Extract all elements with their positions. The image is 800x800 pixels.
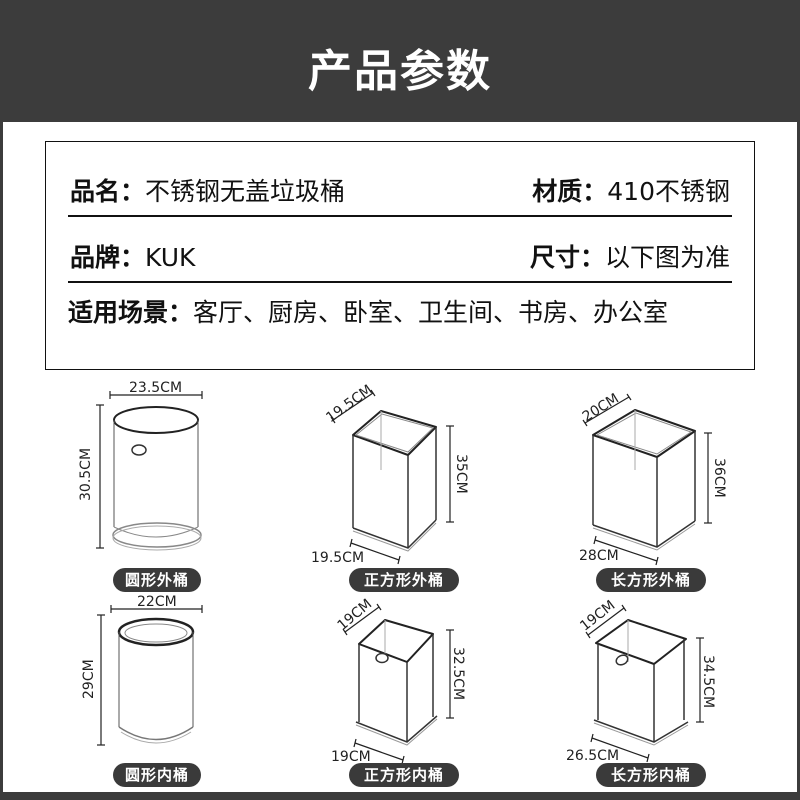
usage-scene-value: 客厅、厨房、卧室、卫生间、书房、办公室 [193,298,669,327]
usage-scene-label: 适用场景： [68,298,194,327]
product-label-pill: 长方形外桶 [596,568,706,592]
product-square-outer: 19.5CM 35CM 19.5CM 正方形外桶 [303,375,503,592]
size-label: 尺寸： [529,243,605,272]
product-info-box: 品名： 不锈钢无盖垃圾桶 材质： 410不锈钢 品牌： KUK 尺寸： 以下图为… [45,141,755,370]
product-name-field: 品名： 不锈钢无盖垃圾桶 [70,176,345,208]
product-label-pill: 圆形内桶 [113,763,201,787]
size-field: 尺寸： 以下图为准 [530,242,730,274]
square-inner-bin-icon [342,603,454,765]
width-dimension: 22CM [137,594,177,610]
product-name-value: 不锈钢无盖垃圾桶 [145,177,346,206]
height-dimension: 36CM [711,458,727,498]
info-row-name-material: 品名： 不锈钢无盖垃圾桶 材质： 410不锈钢 [70,176,730,208]
width-dimension: 26.5CM [566,748,620,764]
product-round-inner: 22CM 29CM 圆形内桶 [75,592,275,800]
product-label-pill: 正方形外桶 [349,568,459,592]
material-value: 410不锈钢 [607,177,730,206]
material-label: 材质： [532,177,608,206]
product-rect-inner: 19CM 34.5CM 26.5CM 长方形内桶 [558,592,758,800]
rect-outer-bin-icon [582,393,712,566]
divider [68,281,732,283]
product-round-outer: 23.5CM 30.5CM 圆形外桶 [75,375,275,592]
info-row-brand-size: 品牌： KUK 尺寸： 以下图为准 [70,242,730,274]
brand-value: KUK [145,243,196,272]
product-square-inner: 19CM 32.5CM 19CM 正方形内桶 [313,592,513,800]
height-dimension: 35CM [453,454,469,494]
material-field: 材质： 410不锈钢 [532,176,730,208]
product-label-pill: 正方形内桶 [349,763,459,787]
width-dimension: 28CM [579,548,619,564]
round-outer-bin-icon [96,391,203,551]
page-title: 产品参数 [308,46,492,97]
rect-inner-bin-icon [585,604,704,763]
product-label-pill: 长方形内桶 [596,763,706,787]
brand-label: 品牌： [70,243,146,272]
height-dimension: 34.5CM [700,655,716,709]
brand-field: 品牌： KUK [70,242,195,274]
content-area: 品名： 不锈钢无盖垃圾桶 材质： 410不锈钢 品牌： KUK 尺寸： 以下图为… [3,122,797,792]
product-rect-outer: 20CM 36CM 28CM 长方形外桶 [553,375,753,592]
usage-scene-field: 适用场景：客厅、厨房、卧室、卫生间、书房、办公室 [68,298,714,328]
round-inner-bin-icon [97,605,203,746]
width-dimension: 19CM [331,749,371,765]
width-dimension: 23.5CM [129,380,183,396]
height-dimension: 32.5CM [450,647,466,701]
height-dimension: 30.5CM [78,447,94,501]
header-banner: 产品参数 [0,0,800,122]
width-dimension: 19.5CM [311,550,365,566]
height-dimension: 29CM [81,659,97,699]
product-name-label: 品名： [70,177,146,206]
square-outer-bin-icon [330,389,454,565]
size-value: 以下图为准 [604,243,730,272]
divider [68,215,732,217]
product-label-pill: 圆形外桶 [113,568,201,592]
